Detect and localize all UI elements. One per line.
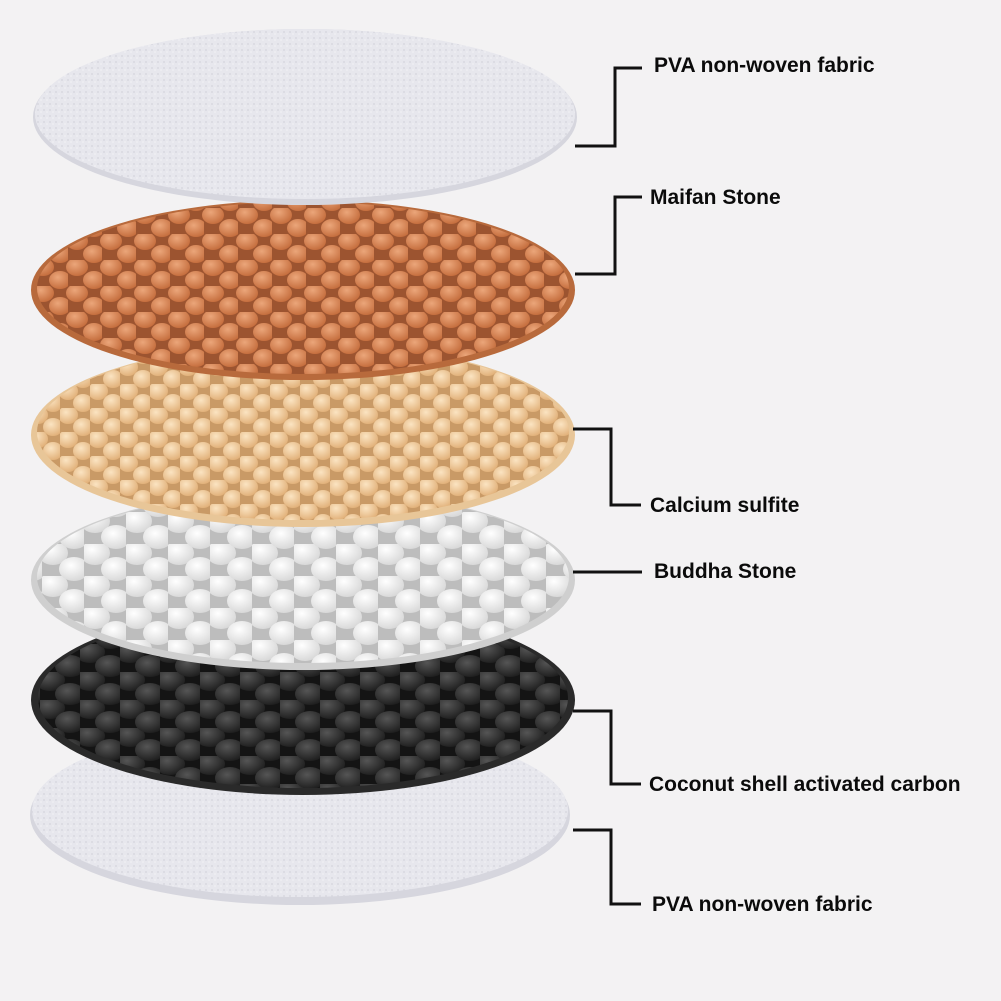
label-calcium-sulfite: Calcium sulfite <box>650 494 800 517</box>
layer-buddha-stone <box>31 490 575 670</box>
layer-pva-fabric-top <box>33 29 577 205</box>
label-pva-fabric-top: PVA non-woven fabric <box>654 54 875 77</box>
connector-maifan <box>575 195 642 276</box>
connector-lines <box>573 66 642 906</box>
connector-pva-bottom <box>573 828 641 906</box>
label-coconut-carbon: Coconut shell activated carbon <box>649 773 961 796</box>
label-maifan-stone: Maifan Stone <box>650 186 781 209</box>
connector-pva-top <box>575 66 642 148</box>
label-buddha-stone: Buddha Stone <box>654 560 797 583</box>
label-pva-fabric-bottom: PVA non-woven fabric <box>652 893 873 916</box>
connector-calcium <box>573 427 641 507</box>
layer-maifan-stone <box>31 200 575 380</box>
connector-carbon <box>573 709 641 786</box>
layer-calcium-sulfite <box>31 343 575 527</box>
